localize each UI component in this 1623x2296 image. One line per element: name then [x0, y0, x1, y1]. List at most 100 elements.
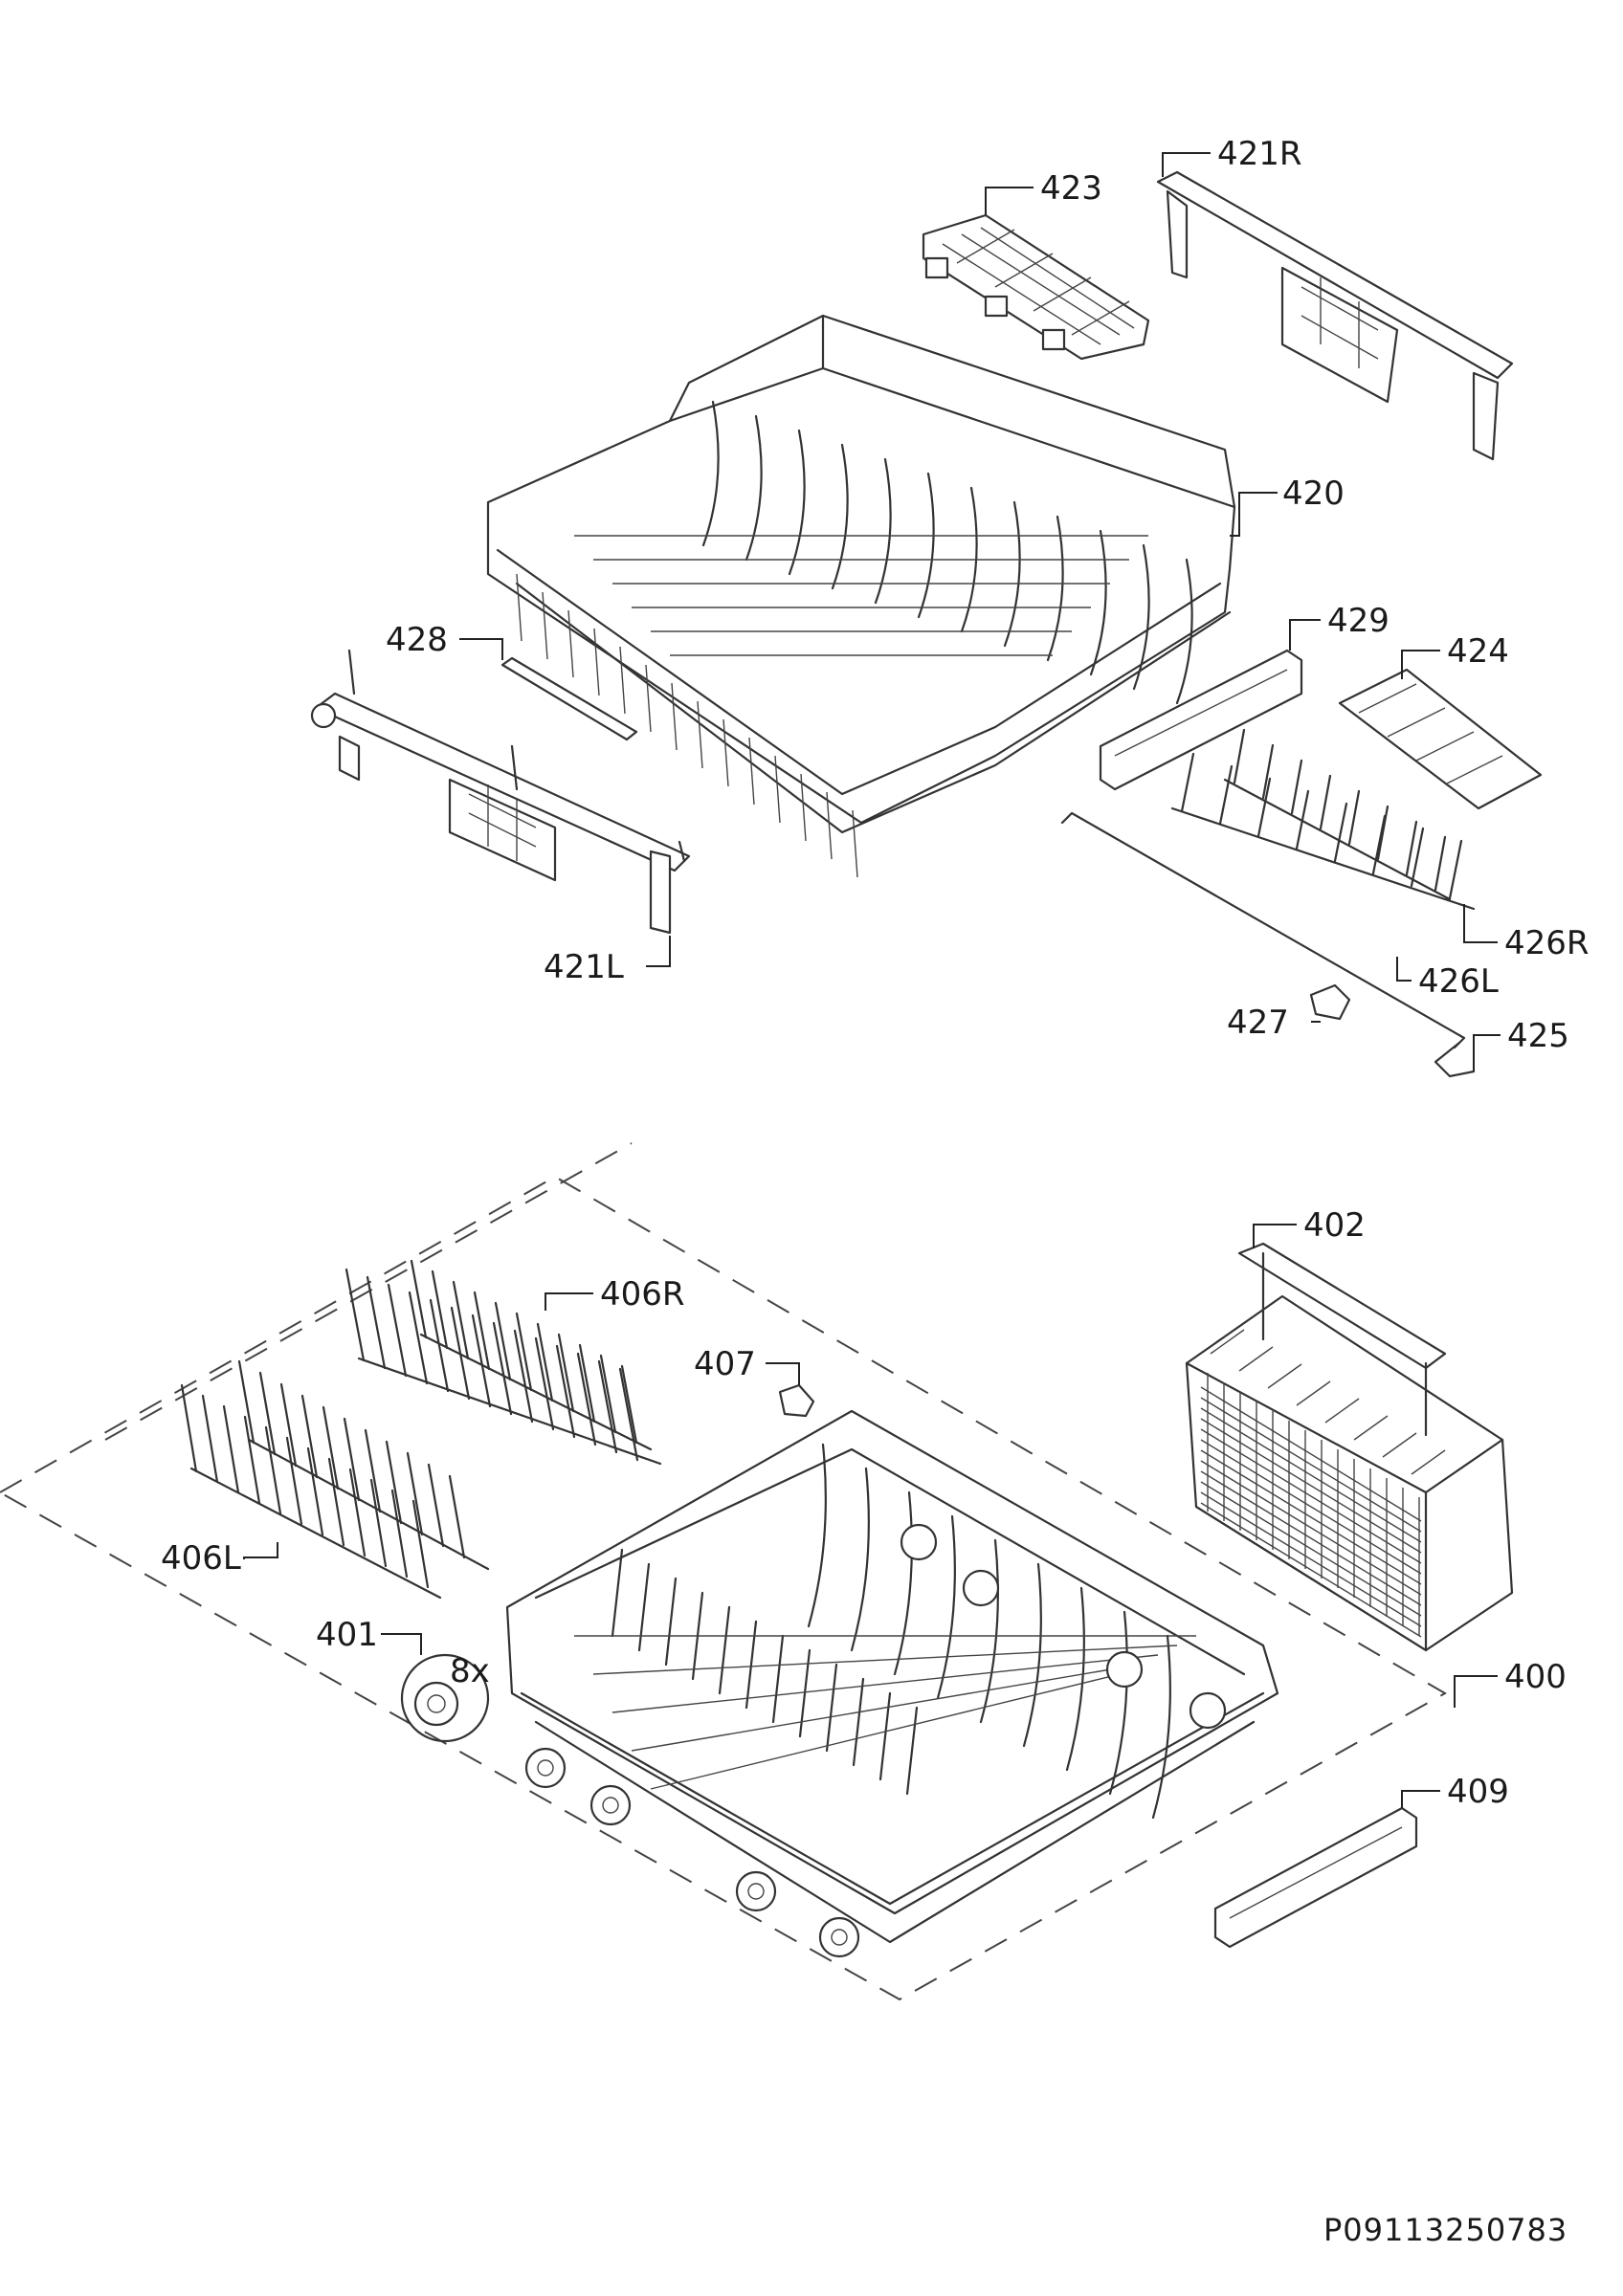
wire — [578, 1343, 596, 1424]
wire — [1180, 752, 1195, 813]
wire — [201, 1394, 219, 1484]
folding-rack-426 — [1060, 728, 1476, 1078]
wire — [1296, 1380, 1331, 1406]
wire — [348, 1468, 367, 1557]
wire — [243, 1415, 261, 1505]
wire — [1200, 1491, 1422, 1627]
wire — [448, 1474, 466, 1559]
wire — [611, 1548, 624, 1638]
rack-406L — [180, 1359, 490, 1600]
label-400: 400 — [1504, 1658, 1567, 1696]
wire — [369, 1478, 388, 1568]
wire — [745, 1620, 758, 1710]
lower-basket-400 — [505, 1409, 1279, 1944]
wire — [1065, 1586, 1085, 1772]
wire — [343, 1417, 361, 1502]
label-409: 409 — [1447, 1773, 1509, 1811]
wire — [701, 400, 720, 547]
part-labels: 421R 423 420 428 429 424 426R 426L 427 4… — [161, 135, 1590, 2248]
wire — [285, 1436, 303, 1526]
wire — [1333, 802, 1348, 863]
wire — [917, 472, 935, 619]
wire — [619, 646, 626, 715]
wire — [592, 1645, 1178, 1675]
wire — [427, 1463, 445, 1548]
wire — [599, 1354, 617, 1434]
wire — [1434, 835, 1447, 892]
wire — [637, 1562, 651, 1652]
wire — [1210, 1329, 1245, 1355]
wire — [279, 1382, 298, 1468]
wire — [650, 1673, 1121, 1790]
wire — [1200, 1407, 1422, 1543]
cutlery-basket-402 — [1185, 1242, 1514, 1652]
wire — [300, 1394, 319, 1479]
folding-rack-tines — [1180, 728, 1463, 900]
label-426L: 426L — [1418, 962, 1499, 1001]
basket-wheels — [524, 1523, 1227, 1958]
label-407: 407 — [694, 1345, 756, 1383]
wire — [237, 1359, 256, 1445]
clips-424 — [1338, 668, 1543, 810]
label-402: 402 — [1303, 1206, 1366, 1245]
wire — [408, 1291, 429, 1385]
wire — [534, 1336, 555, 1431]
clip-427 — [1309, 983, 1351, 1021]
wire — [536, 1322, 554, 1402]
wire — [1405, 820, 1418, 876]
wire — [1200, 1439, 1422, 1575]
wire — [611, 1654, 1159, 1713]
wire — [620, 1364, 638, 1445]
wire — [327, 1457, 345, 1547]
wire — [1233, 728, 1246, 784]
wire — [264, 1425, 282, 1515]
wire — [473, 1291, 491, 1371]
wire — [429, 1298, 450, 1393]
wire — [874, 457, 892, 605]
wire — [1200, 1449, 1422, 1585]
wire — [1200, 1502, 1422, 1638]
wire — [411, 1499, 430, 1589]
wire — [1448, 839, 1463, 900]
label-406R: 406R — [600, 1275, 685, 1314]
wire — [516, 573, 522, 642]
wire — [748, 737, 755, 806]
wire — [1347, 789, 1361, 846]
wire — [1324, 1398, 1360, 1424]
wire — [771, 1634, 785, 1724]
wire — [1382, 1432, 1417, 1458]
wire — [1108, 1610, 1128, 1796]
strip-428 — [500, 656, 638, 741]
label-401-quantity: 8x — [450, 1652, 490, 1690]
cutlery-basket-grid — [1200, 1329, 1446, 1638]
wire — [618, 1367, 639, 1462]
label-421R: 421R — [1217, 135, 1302, 173]
wire — [718, 1605, 731, 1695]
wire — [450, 1306, 471, 1401]
wire — [850, 1467, 870, 1652]
wire — [852, 1677, 865, 1767]
wire — [593, 628, 600, 696]
wire — [387, 1283, 408, 1378]
label-427: 427 — [1227, 1004, 1289, 1042]
wire — [774, 755, 781, 824]
upper-basket-420 — [486, 314, 1236, 878]
label-401: 401 — [316, 1616, 378, 1654]
wire — [807, 1443, 827, 1628]
lower-basket-wires — [574, 1443, 1196, 1820]
wire — [893, 1490, 913, 1676]
label-426R: 426R — [1504, 924, 1590, 962]
wire — [1290, 759, 1303, 815]
wire — [1218, 764, 1234, 826]
wire — [1200, 1386, 1422, 1522]
wire — [406, 1451, 424, 1536]
wire — [800, 773, 807, 842]
wire — [364, 1428, 382, 1513]
label-421L: 421L — [544, 948, 624, 986]
cup-support-423 — [922, 213, 1150, 361]
label-424: 424 — [1447, 632, 1509, 671]
document-id: P09113250783 — [1323, 2212, 1567, 2248]
wire — [597, 1359, 618, 1454]
wire — [1200, 1418, 1422, 1554]
